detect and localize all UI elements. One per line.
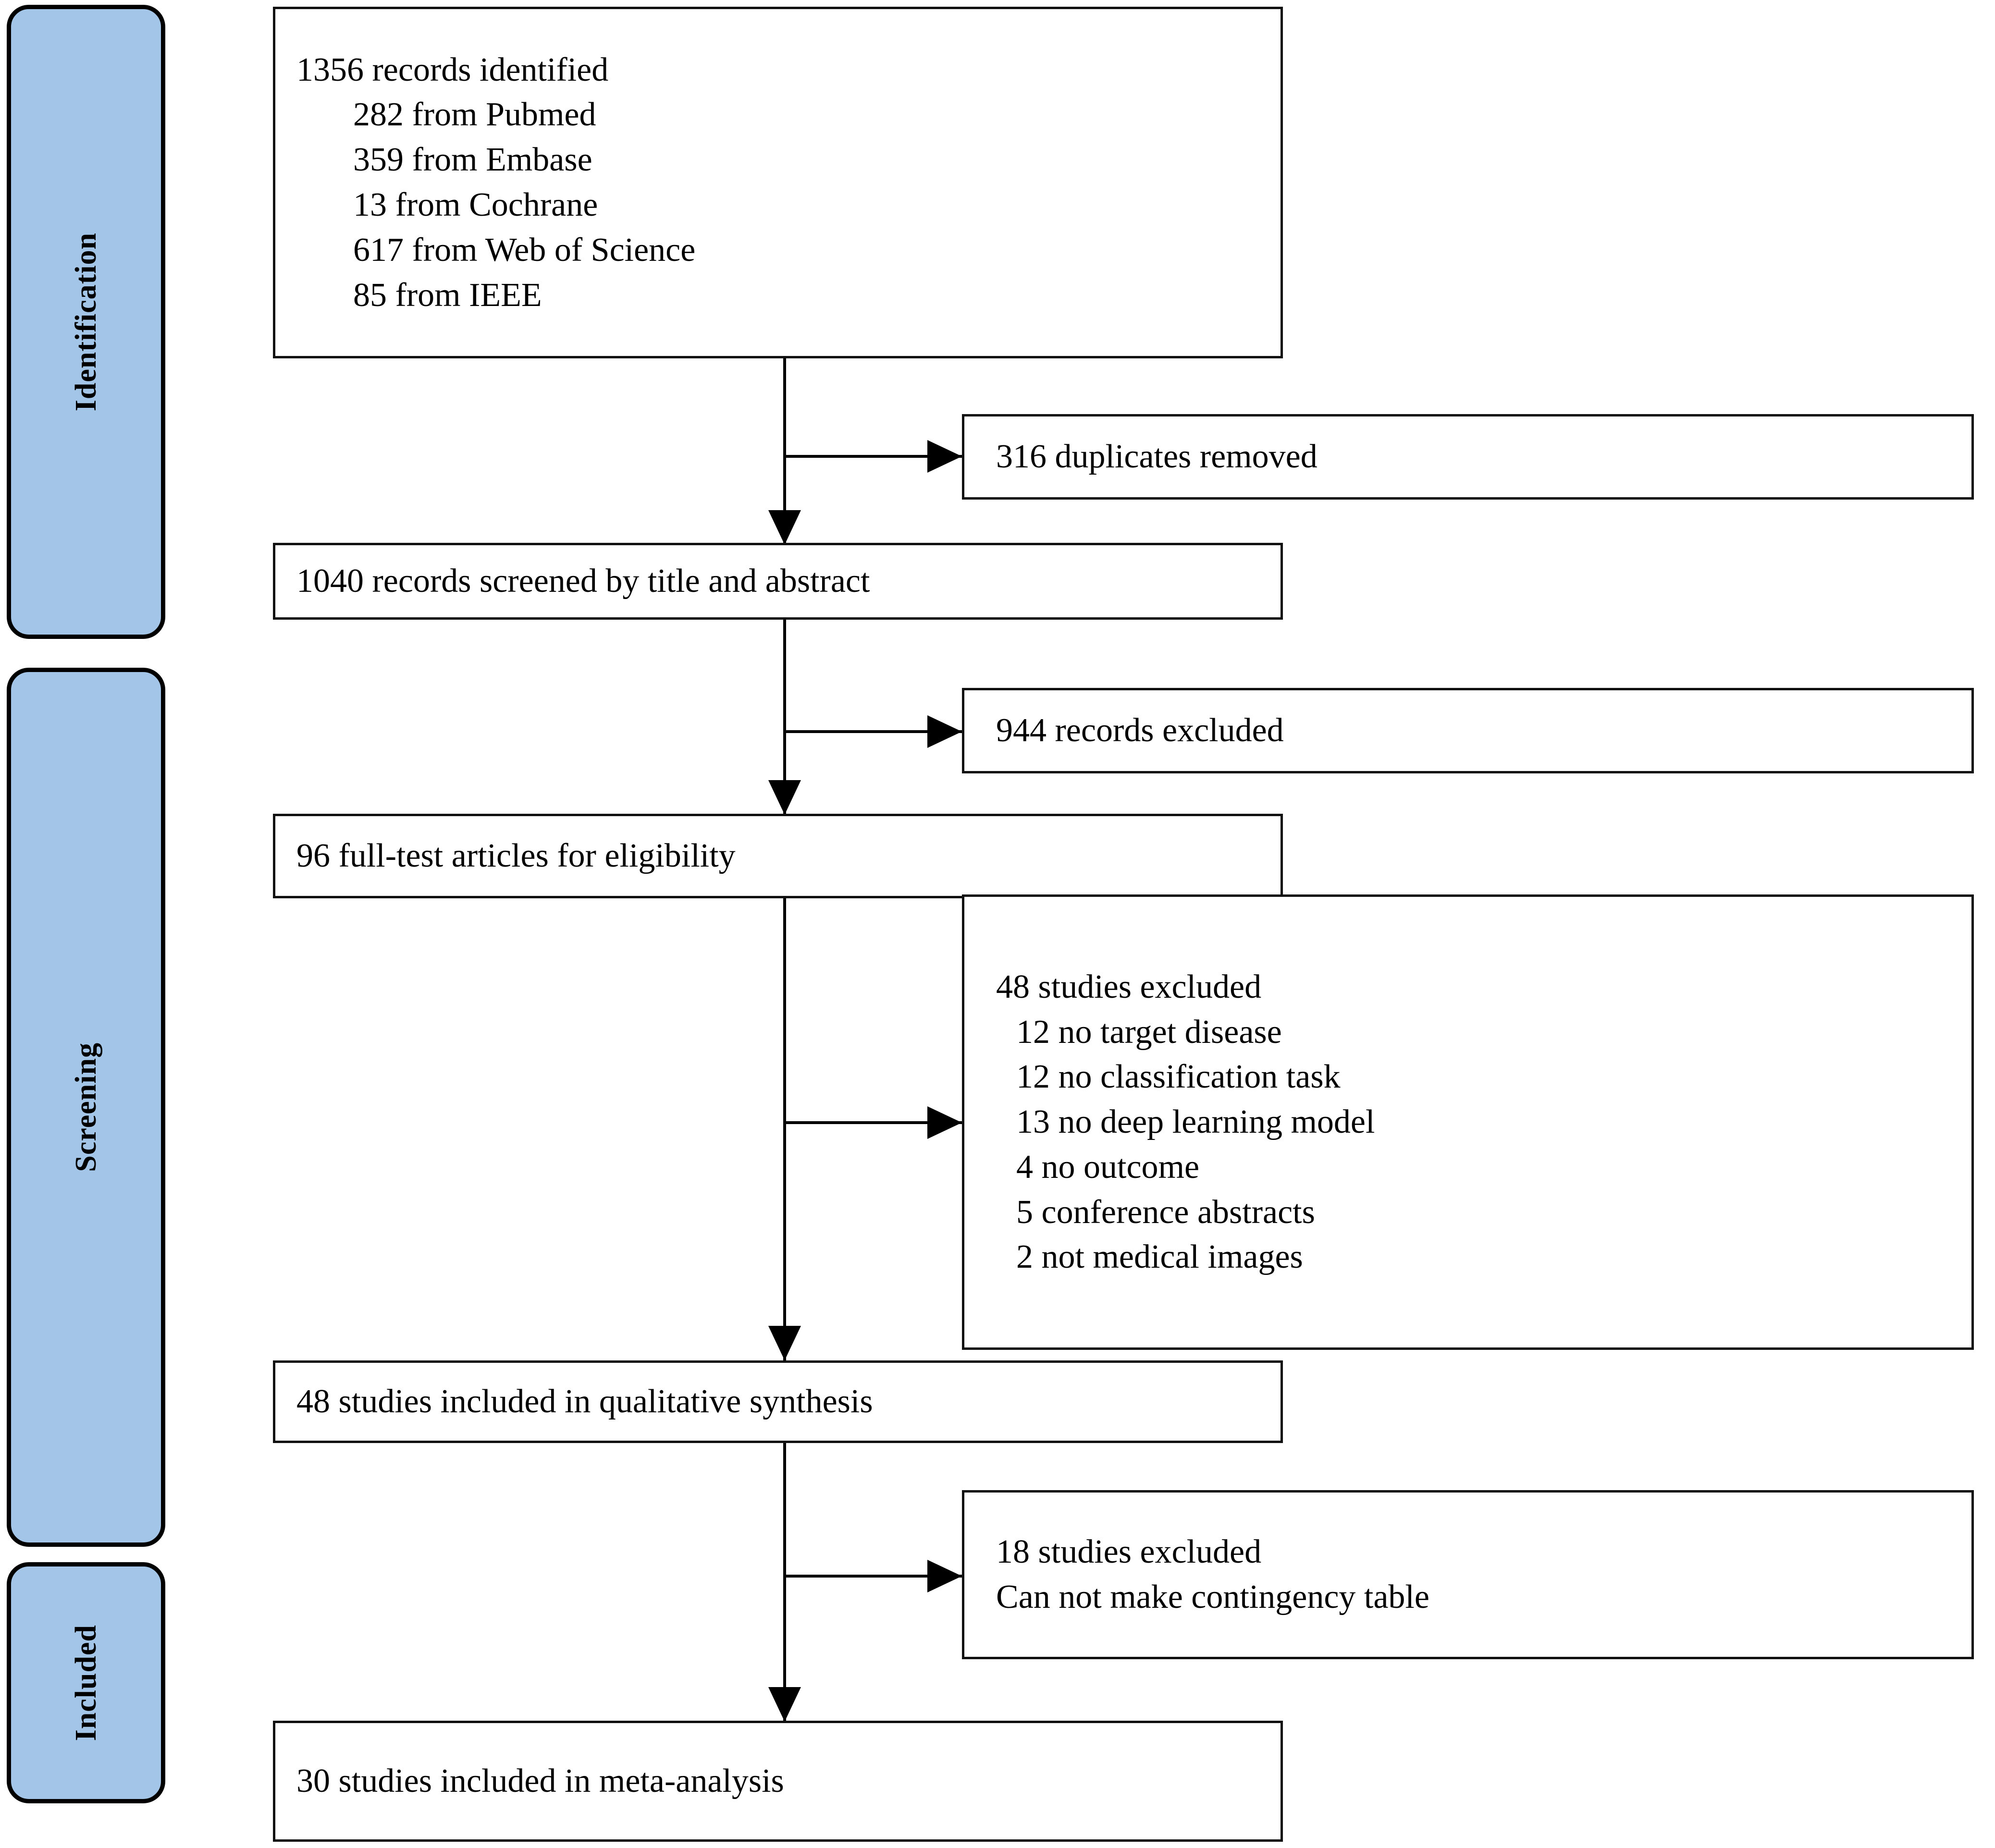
box-meta-analysis: 30 studies included in meta-analysis (273, 1721, 1283, 1842)
records-identified-heading: 1356 records identified (296, 51, 609, 88)
meta-analysis-text: 30 studies included in meta-analysis (296, 1762, 784, 1800)
arrowhead-to-screened (768, 510, 801, 545)
phase-included: Included (7, 1562, 165, 1803)
reason-not-medical-images: 2 not medical images (1016, 1238, 1303, 1276)
arrowhead-to-duplicates (927, 440, 962, 473)
excluded-meta-line2: Can not make contingency table (996, 1579, 1429, 1615)
connector-fulltext-to-qualitative (783, 898, 786, 1403)
source-ieee: 85 from IEEE (353, 276, 542, 314)
source-embase: 359 from Embase (353, 141, 592, 179)
arrowhead-to-records-excluded (927, 715, 962, 748)
records-excluded-text: 944 records excluded (996, 712, 1284, 749)
phase-identification: Identification (7, 5, 165, 639)
arrowhead-to-meta-analysis (768, 1687, 801, 1722)
phase-screening-label: Screening (69, 1042, 102, 1172)
studies-excluded-heading: 48 studies excluded (996, 968, 1262, 1005)
box-studies-excluded: 48 studies excluded 12 no target disease… (962, 894, 1974, 1350)
box-duplicates-removed: 316 duplicates removed (962, 414, 1974, 500)
phase-identification-label: Identification (69, 232, 102, 412)
box-fulltext-articles: 96 full-test articles for eligibility (273, 814, 1283, 898)
box-records-excluded: 944 records excluded (962, 688, 1974, 773)
connector-fulltext-to-studies-excluded (783, 1121, 995, 1124)
arrowhead-to-fulltext (768, 780, 801, 815)
connector-qualitative-to-meta (783, 1443, 786, 1722)
connector-screened-to-fulltext (783, 620, 786, 821)
excluded-meta-line1: 18 studies excluded (996, 1533, 1262, 1571)
source-pubmed: 282 from Pubmed (353, 96, 596, 134)
reason-no-classification-task: 12 no classification task (1016, 1058, 1341, 1096)
connector-qualitative-to-excluded-meta (783, 1575, 995, 1578)
arrowhead-to-studies-excluded (927, 1106, 962, 1139)
reason-no-outcome: 4 no outcome (1016, 1148, 1200, 1186)
reason-conference-abstracts: 5 conference abstracts (1016, 1193, 1315, 1231)
box-records-screened: 1040 records screened by title and abstr… (273, 543, 1283, 620)
fulltext-articles-text: 96 full-test articles for eligibility (296, 837, 736, 875)
box-qualitative-synthesis: 48 studies included in qualitative synth… (273, 1360, 1283, 1443)
box-records-identified: 1356 records identified 282 from Pubmed … (273, 7, 1283, 358)
qualitative-synthesis-text: 48 studies included in qualitative synth… (296, 1383, 873, 1420)
arrowhead-to-qualitative (768, 1326, 801, 1360)
duplicates-removed-text: 316 duplicates removed (996, 438, 1318, 476)
source-web-of-science: 617 from Web of Science (353, 231, 696, 269)
phase-screening: Screening (7, 668, 165, 1547)
reason-no-deep-learning-model: 13 no deep learning model (1016, 1103, 1375, 1141)
connector-identified-to-duplicates (783, 455, 995, 458)
arrowhead-to-excluded-meta (927, 1560, 962, 1592)
connector-screened-to-records-excluded (783, 730, 995, 733)
source-cochrane: 13 from Cochrane (353, 186, 598, 223)
reason-no-target-disease: 12 no target disease (1016, 1013, 1282, 1051)
box-excluded-from-meta: 18 studies excluded Can not make conting… (962, 1490, 1974, 1659)
phase-included-label: Included (69, 1624, 102, 1741)
records-screened-text: 1040 records screened by title and abstr… (296, 563, 870, 600)
